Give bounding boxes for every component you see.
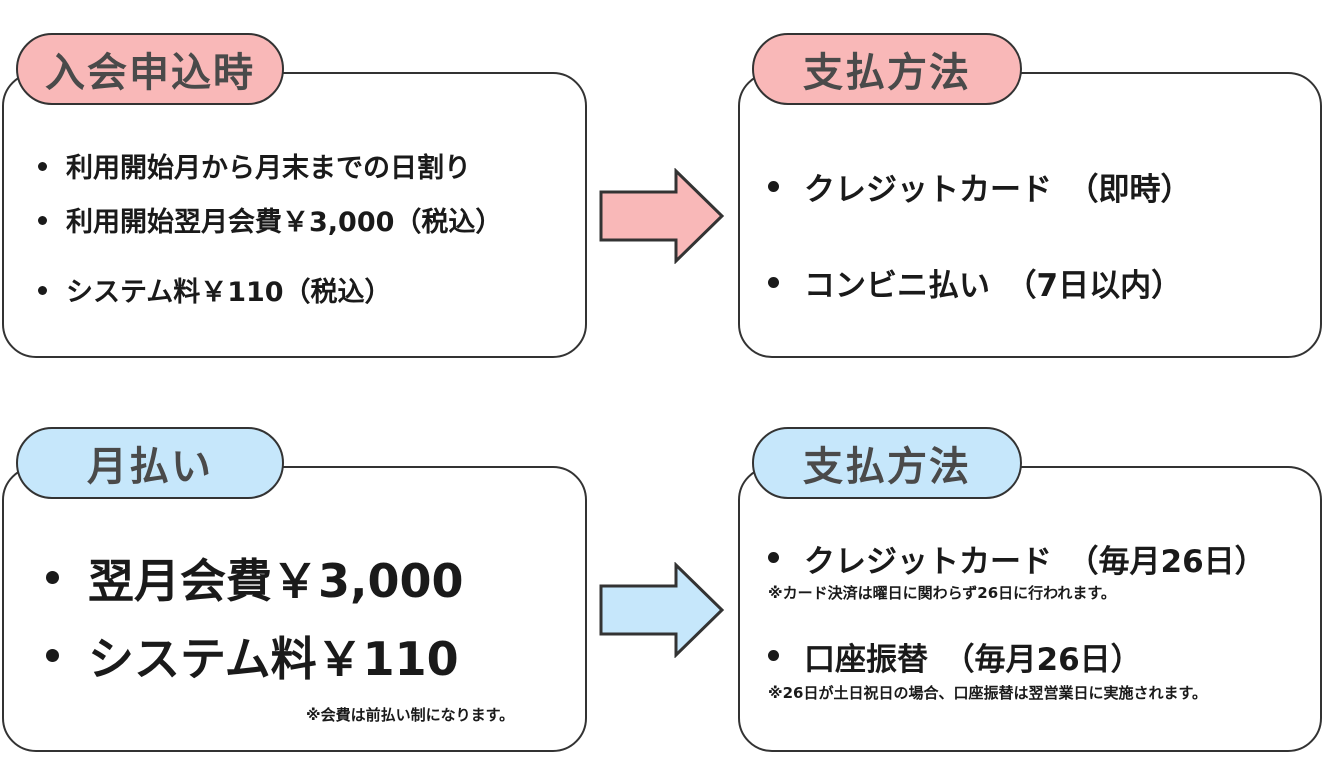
signup-payment-panel <box>738 72 1322 358</box>
signup-payment-list: クレジットカード （即時） コンビニ払い （7日以内） <box>768 164 1192 310</box>
list-item: 利用開始月から月末までの日割り <box>38 146 502 200</box>
list-item: コンビニ払い （7日以内） <box>768 260 1192 310</box>
bullet-icon <box>38 286 47 295</box>
list-item: クレジットカード （毎月26日） <box>768 536 1266 581</box>
signup-title: 入会申込時 <box>16 33 284 105</box>
bullet-icon <box>768 650 779 661</box>
right-arrow-icon <box>599 562 725 658</box>
monthly-title: 月払い <box>16 427 284 499</box>
list-item: 利用開始翌月会費￥3,000（税込） <box>38 200 502 270</box>
monthly-payment-panel <box>738 466 1322 752</box>
signup-list: 利用開始月から月末までの日割り 利用開始翌月会費￥3,000（税込） システム料… <box>38 146 502 324</box>
list-item: 口座振替 （毎月26日） <box>768 634 1142 679</box>
list-item: クレジットカード （即時） <box>768 164 1192 260</box>
list-item: 翌月会費￥3,000 <box>46 545 464 623</box>
bullet-icon <box>46 649 59 662</box>
credit-card-note: ※カード決済は曜日に関わらず26日に行われます。 <box>768 584 1116 602</box>
bullet-icon <box>38 216 47 225</box>
list-item: システム料￥110 <box>46 623 464 686</box>
bullet-icon <box>38 162 47 171</box>
right-arrow-icon <box>599 168 725 264</box>
signup-panel <box>2 72 587 358</box>
bullet-icon <box>768 552 779 563</box>
monthly-panel <box>2 466 587 752</box>
list-item: システム料￥110（税込） <box>38 270 502 324</box>
monthly-payment-title: 支払方法 <box>752 427 1022 499</box>
signup-payment-title: 支払方法 <box>752 33 1022 105</box>
monthly-note: ※会費は前払い制になります。 <box>306 706 515 724</box>
bullet-icon <box>768 277 779 288</box>
monthly-list: 翌月会費￥3,000 システム料￥110 <box>46 545 464 686</box>
bullet-icon <box>46 571 59 584</box>
bank-transfer-note: ※26日が土日祝日の場合、口座振替は翌営業日に実施されます。 <box>768 684 1207 702</box>
bullet-icon <box>768 181 779 192</box>
